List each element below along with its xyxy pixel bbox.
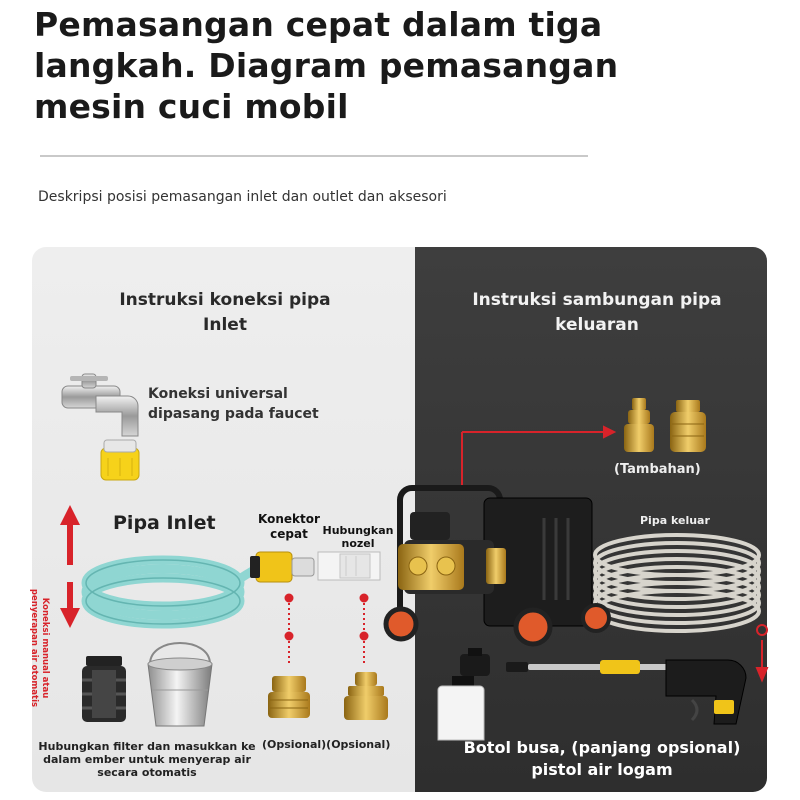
direction-arrow-icon <box>60 505 80 628</box>
title-divider <box>40 155 588 157</box>
outlet-indicator-lines <box>461 425 769 683</box>
optional-label: (Opsional)(Opsional) <box>262 738 391 751</box>
quick-connector-label: Konektor cepat <box>258 512 320 541</box>
quick-connector-icon <box>250 551 315 583</box>
inlet-pipe-label: Pipa Inlet <box>113 512 216 534</box>
outlet-hose-icon <box>593 533 761 633</box>
page-title: Pemasangan cepat dalam tiga langkah. Dia… <box>34 5 619 126</box>
bottle-gun-caption: Botol busa, (panjang opsional) pistol ai… <box>463 738 741 779</box>
brass-connector-icon <box>344 672 388 720</box>
pressure-washer-machine-icon <box>383 485 611 647</box>
filter-note: Hubungkan filter dan masukkan ke dalam e… <box>38 740 256 779</box>
extra-label: (Tambahan) <box>614 462 701 477</box>
inlet-hose-icon <box>81 555 269 629</box>
faucet-icon <box>61 373 140 481</box>
bucket-icon <box>147 642 213 727</box>
nozzle-label: Hubungkan nozel <box>322 524 394 550</box>
side-note: Koneksi manual atau penyerapan air otoma… <box>29 588 50 708</box>
brass-connector-icon <box>268 676 310 718</box>
filter-icon <box>82 656 126 722</box>
outlet-connector-icon <box>624 398 706 452</box>
spray-gun-icon <box>506 659 747 725</box>
page-subtitle: Deskripsi posisi pemasangan inlet dan ou… <box>38 189 447 205</box>
outlet-heading: Instruksi sambungan pipa keluaran <box>472 290 722 335</box>
outlet-hose-label: Pipa keluar <box>640 514 710 527</box>
inlet-heading: Instruksi koneksi pipa Inlet <box>119 290 331 335</box>
faucet-note: Koneksi universal dipasang pada faucet <box>148 386 319 422</box>
optional-indicator-lines <box>284 593 369 664</box>
nozzle-connector-icon <box>317 551 381 581</box>
foam-bottle-icon <box>437 648 490 741</box>
